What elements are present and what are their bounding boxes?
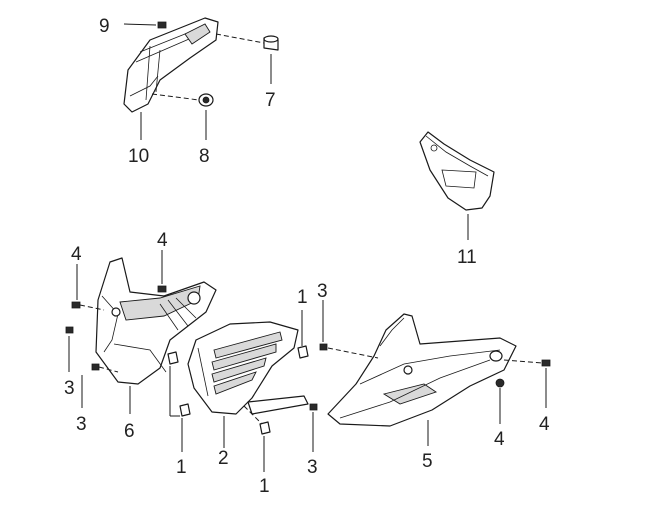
- part-1-nut-a: [167, 351, 179, 365]
- part-2-grille: [187, 321, 309, 415]
- part-4-screw-d: [541, 359, 551, 367]
- callout-11: 11: [457, 247, 477, 268]
- callout-9: 9: [99, 16, 110, 37]
- callout-3-left-upper: 3: [64, 378, 75, 399]
- part-5-belly-pan: [327, 313, 517, 427]
- callout-5: 5: [422, 451, 433, 472]
- callout-3-center-top: 3: [317, 281, 328, 302]
- callout-2: 2: [218, 448, 229, 469]
- callout-6: 6: [124, 421, 135, 442]
- part-4-screw-c: [495, 378, 505, 388]
- part-3-screw-a: [65, 326, 74, 334]
- callout-3-center-bottom: 3: [307, 457, 318, 478]
- callout-7: 7: [265, 90, 276, 111]
- part-3-screw-d: [319, 343, 328, 351]
- part-10-bracket: [123, 17, 219, 113]
- part-6-cowl: [95, 257, 217, 385]
- part-1-nut-b: [179, 403, 191, 417]
- callout-4-top: 4: [157, 230, 168, 251]
- callout-1-right: 1: [297, 287, 308, 308]
- part-3-screw-c: [309, 403, 318, 411]
- callout-4-right-inner: 4: [494, 429, 505, 450]
- callout-8: 8: [199, 146, 210, 167]
- part-11-panel: [419, 131, 495, 211]
- part-9-screw: [157, 21, 167, 29]
- callout-1-left: 1: [176, 457, 187, 478]
- part-1-nut-d: [259, 421, 271, 435]
- part-7-spacer: [263, 35, 279, 51]
- callout-3-left-lower: 3: [76, 414, 87, 435]
- callout-1-bottom: 1: [259, 476, 270, 497]
- part-1-nut-c: [297, 345, 309, 359]
- callout-10: 10: [128, 146, 149, 167]
- callout-4-left: 4: [71, 244, 82, 265]
- part-4-screw-a: [71, 301, 81, 309]
- part-8-grommet: [198, 93, 214, 107]
- part-4-screw-b: [157, 285, 167, 293]
- callout-4-right-outer: 4: [539, 414, 550, 435]
- part-3-screw-b: [91, 363, 100, 371]
